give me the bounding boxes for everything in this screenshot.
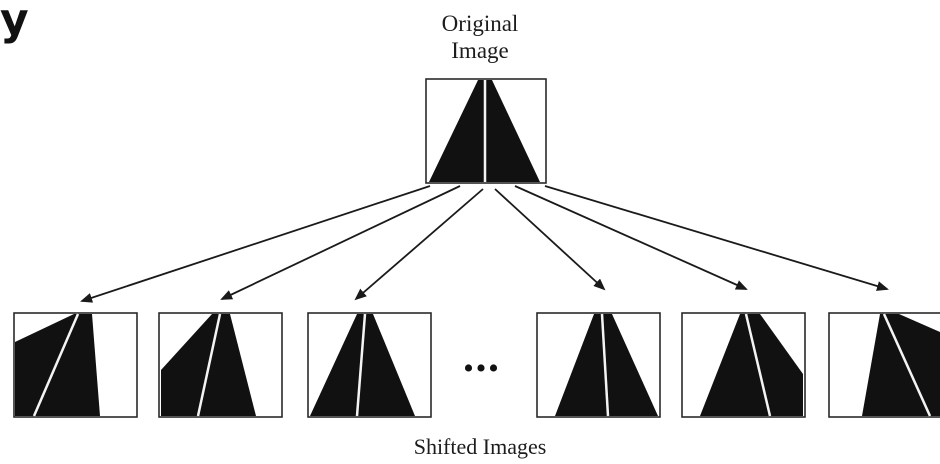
shifted-image-1 — [13, 312, 138, 418]
original-image — [425, 78, 547, 184]
arrow-4 — [494, 188, 606, 291]
shifted-image-4 — [536, 312, 661, 418]
arrow-3 — [354, 188, 484, 301]
shifted-images-caption: Shifted Images — [413, 434, 547, 459]
arrow-1 — [80, 185, 431, 303]
shifted-image-2 — [158, 312, 283, 418]
ellipsis: ••• — [463, 352, 501, 385]
original-caption-line1: Original — [441, 11, 519, 36]
shifted-image-3 — [307, 312, 432, 418]
arrow-6 — [544, 185, 889, 291]
original-image-caption: Original Image — [400, 12, 560, 66]
arrow-2 — [220, 185, 461, 300]
arrow-5 — [514, 185, 748, 290]
shifted-image-5 — [681, 312, 806, 418]
shifted-image-6 — [828, 312, 940, 418]
cropped-text-fragment: y — [0, 0, 29, 45]
original-caption-line2: Image — [451, 38, 509, 63]
arrows — [80, 185, 889, 303]
